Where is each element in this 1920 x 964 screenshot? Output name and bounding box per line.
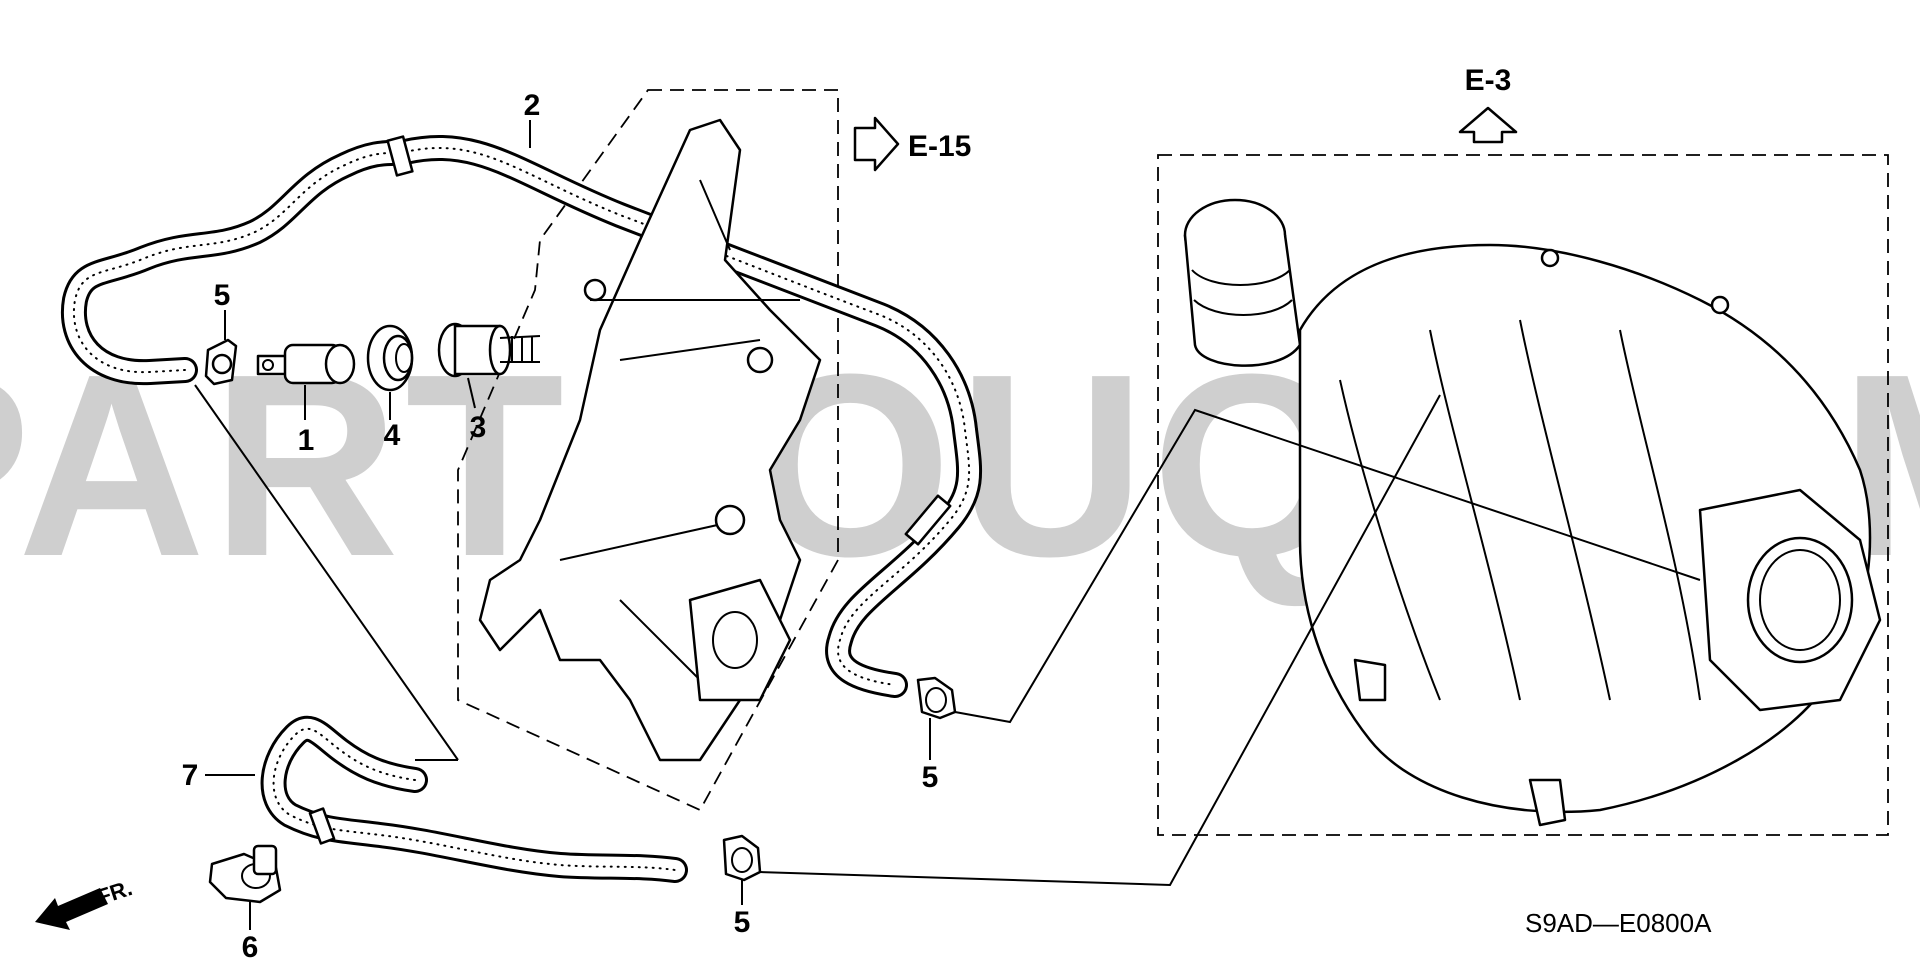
pcv-hose-lower [260, 715, 688, 883]
callout-5-bottom[interactable]: 5 [734, 906, 751, 939]
hose-clip-bottom [722, 834, 762, 882]
reference-e3: E-3 [1458, 64, 1518, 144]
hose-joint-lower [904, 494, 952, 546]
hose-clips-lower [208, 676, 957, 904]
intake-manifold [1183, 198, 1882, 827]
reference-e3-label[interactable]: E-3 [1465, 64, 1512, 97]
diagram-code: S9AD—E0800A [1525, 908, 1712, 938]
reference-e15-label[interactable]: E-15 [908, 130, 971, 163]
pcv-valve-assembly [204, 322, 541, 392]
callout-4[interactable]: 4 [384, 419, 401, 452]
mounting-bracket [478, 118, 822, 762]
arrow-right-icon [853, 116, 900, 172]
callout-5-right[interactable]: 5 [922, 761, 939, 794]
front-arrow-icon [35, 888, 108, 930]
leader-lines [194, 120, 1701, 930]
front-direction-indicator: FR. [35, 875, 135, 930]
throttle-bore [1746, 536, 1854, 664]
reference-e15: E-15 [853, 116, 971, 172]
part-callouts: 2 5 1 4 3 5 7 5 6 [182, 89, 939, 964]
lower-hose-joint [308, 807, 336, 845]
hose-joint-upper [386, 135, 414, 177]
front-direction-label: FR. [94, 875, 135, 910]
callout-6[interactable]: 6 [242, 931, 259, 964]
bracket-group-outline [457, 89, 839, 812]
callout-5-upper[interactable]: 5 [214, 279, 231, 312]
arrow-up-icon [1458, 106, 1518, 144]
callout-3[interactable]: 3 [470, 411, 487, 444]
hose-connector [252, 844, 278, 876]
callout-2[interactable]: 2 [524, 89, 541, 122]
callout-7[interactable]: 7 [182, 759, 199, 792]
pcv-hose-upper [60, 135, 983, 698]
callout-1[interactable]: 1 [298, 424, 315, 457]
intake-manifold-outline [1157, 154, 1889, 836]
